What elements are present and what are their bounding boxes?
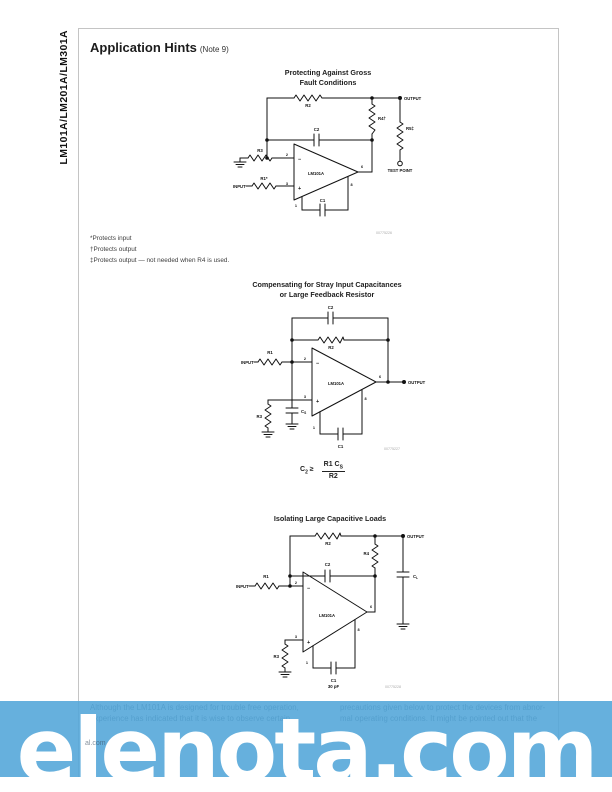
formula-lhs: C2 ≥ bbox=[300, 466, 314, 476]
wires bbox=[253, 311, 405, 441]
label-r2: R2 bbox=[328, 345, 334, 350]
sidebar-part-number: LM101A/LM201A/LM301A bbox=[58, 30, 70, 165]
label-c1: C1 bbox=[331, 678, 337, 683]
formula-numerator: R1 CS bbox=[321, 461, 345, 473]
figure-2-title: Compensating for Stray Input Capacitance… bbox=[252, 280, 402, 299]
circuit-1-protecting-fault: INPUT OUTPUT TEST POINT R2 R3 R1* R4† R5… bbox=[233, 94, 422, 235]
elenota-watermark-text: elenota.com bbox=[16, 701, 599, 777]
label-c2: C2 bbox=[314, 127, 320, 132]
label-opamp: LM101A bbox=[328, 381, 344, 386]
figure-2-code: 00775227 bbox=[384, 447, 400, 451]
compensation-formula: C2 ≥ R1 CS R2 bbox=[300, 461, 345, 480]
label-output: OUTPUT bbox=[408, 380, 426, 385]
label-r5: R5‡ bbox=[406, 126, 414, 131]
circuit-3-capacitive-loads: INPUT OUTPUT R1 R2 R3 R4 C2 C1 30 pF CL … bbox=[236, 532, 425, 689]
label-opamp: LM101A bbox=[319, 613, 335, 618]
pin-6: 6 bbox=[379, 375, 381, 379]
junction-dots bbox=[265, 96, 403, 167]
label-input: INPUT bbox=[241, 360, 254, 365]
label-r1: R1 bbox=[263, 574, 269, 579]
figure-1-footnotes: *Protects input †Protects output ‡Protec… bbox=[90, 234, 229, 266]
minus-sign: − bbox=[307, 586, 310, 592]
pin-1: 1 bbox=[313, 426, 315, 430]
pin-3: 3 bbox=[295, 635, 297, 639]
footnote-protects-output-r4: ‡Protects output — not needed when R4 is… bbox=[90, 256, 230, 264]
figure-1-title: Protecting Against Gross Fault Condition… bbox=[284, 68, 372, 87]
figure-3-title: Isolating Large Capacitive Loads bbox=[273, 514, 387, 523]
plus-sign: + bbox=[307, 640, 310, 646]
label-r4: R4† bbox=[378, 116, 386, 121]
label-c1-value: 30 pF bbox=[328, 684, 340, 689]
pin-1: 1 bbox=[306, 661, 308, 665]
label-opamp: LM101A bbox=[308, 171, 324, 176]
pin-3: 3 bbox=[286, 182, 288, 186]
junction-dots bbox=[288, 534, 405, 588]
label-test-point: TEST POINT bbox=[388, 168, 413, 173]
junction-dots bbox=[290, 338, 406, 384]
pin-2: 2 bbox=[304, 357, 306, 361]
label-r3: R3 bbox=[257, 148, 263, 153]
pin-8: 8 bbox=[351, 183, 353, 187]
page-title-note: (Note 9) bbox=[199, 45, 229, 54]
label-cs: CS bbox=[301, 409, 306, 415]
formula-fraction: R1 CS R2 bbox=[321, 461, 345, 481]
pin-2: 2 bbox=[295, 581, 297, 585]
elenota-watermark-banner: elenota.com bbox=[0, 701, 612, 777]
label-r4: R4 bbox=[364, 551, 370, 556]
formula-denominator: R2 bbox=[328, 473, 338, 481]
pin-8: 8 bbox=[358, 628, 360, 632]
label-r3: R3 bbox=[274, 654, 280, 659]
label-r2: R2 bbox=[325, 541, 331, 546]
pin-2: 2 bbox=[286, 153, 288, 157]
label-c1: C1 bbox=[338, 444, 344, 449]
figure-3-code: 00775228 bbox=[385, 685, 401, 689]
label-cl: CL bbox=[413, 574, 418, 580]
label-output: OUTPUT bbox=[404, 96, 422, 101]
footer-url-fragment: al.com bbox=[85, 740, 106, 747]
circuit-2-stray-capacitance: INPUT OUTPUT R1 R2 R3 C2 C1 CS LM101A 2 … bbox=[241, 305, 426, 451]
label-c1: C1 bbox=[320, 198, 326, 203]
content-frame bbox=[78, 28, 559, 777]
label-c2: C2 bbox=[328, 305, 334, 310]
footnote-protects-output: †Protects output bbox=[90, 245, 137, 253]
minus-sign: − bbox=[316, 361, 319, 367]
plus-sign: + bbox=[298, 186, 301, 192]
label-r2: R2 bbox=[305, 103, 311, 108]
pin-1: 1 bbox=[295, 204, 297, 208]
label-r3: R3 bbox=[257, 414, 263, 419]
label-r1: R1 bbox=[267, 350, 273, 355]
page-title-text: Application Hints bbox=[90, 40, 197, 55]
label-input: INPUT bbox=[233, 184, 246, 189]
pin-6: 6 bbox=[370, 605, 372, 609]
label-c2: C2 bbox=[325, 562, 331, 567]
page-title: Application Hints(Note 9) bbox=[90, 40, 229, 55]
label-r1: R1* bbox=[260, 176, 267, 181]
minus-sign: − bbox=[298, 157, 301, 163]
pin-8: 8 bbox=[365, 397, 367, 401]
footnote-protects-input: *Protects input bbox=[90, 235, 132, 242]
label-output: OUTPUT bbox=[407, 534, 425, 539]
pin-6: 6 bbox=[361, 165, 363, 169]
label-input: INPUT bbox=[236, 584, 249, 589]
figure-1-code: 00775226 bbox=[376, 231, 392, 235]
wires bbox=[233, 94, 404, 217]
test-point-terminal bbox=[397, 160, 403, 167]
plus-sign: + bbox=[316, 399, 319, 405]
pin-3: 3 bbox=[304, 395, 306, 399]
